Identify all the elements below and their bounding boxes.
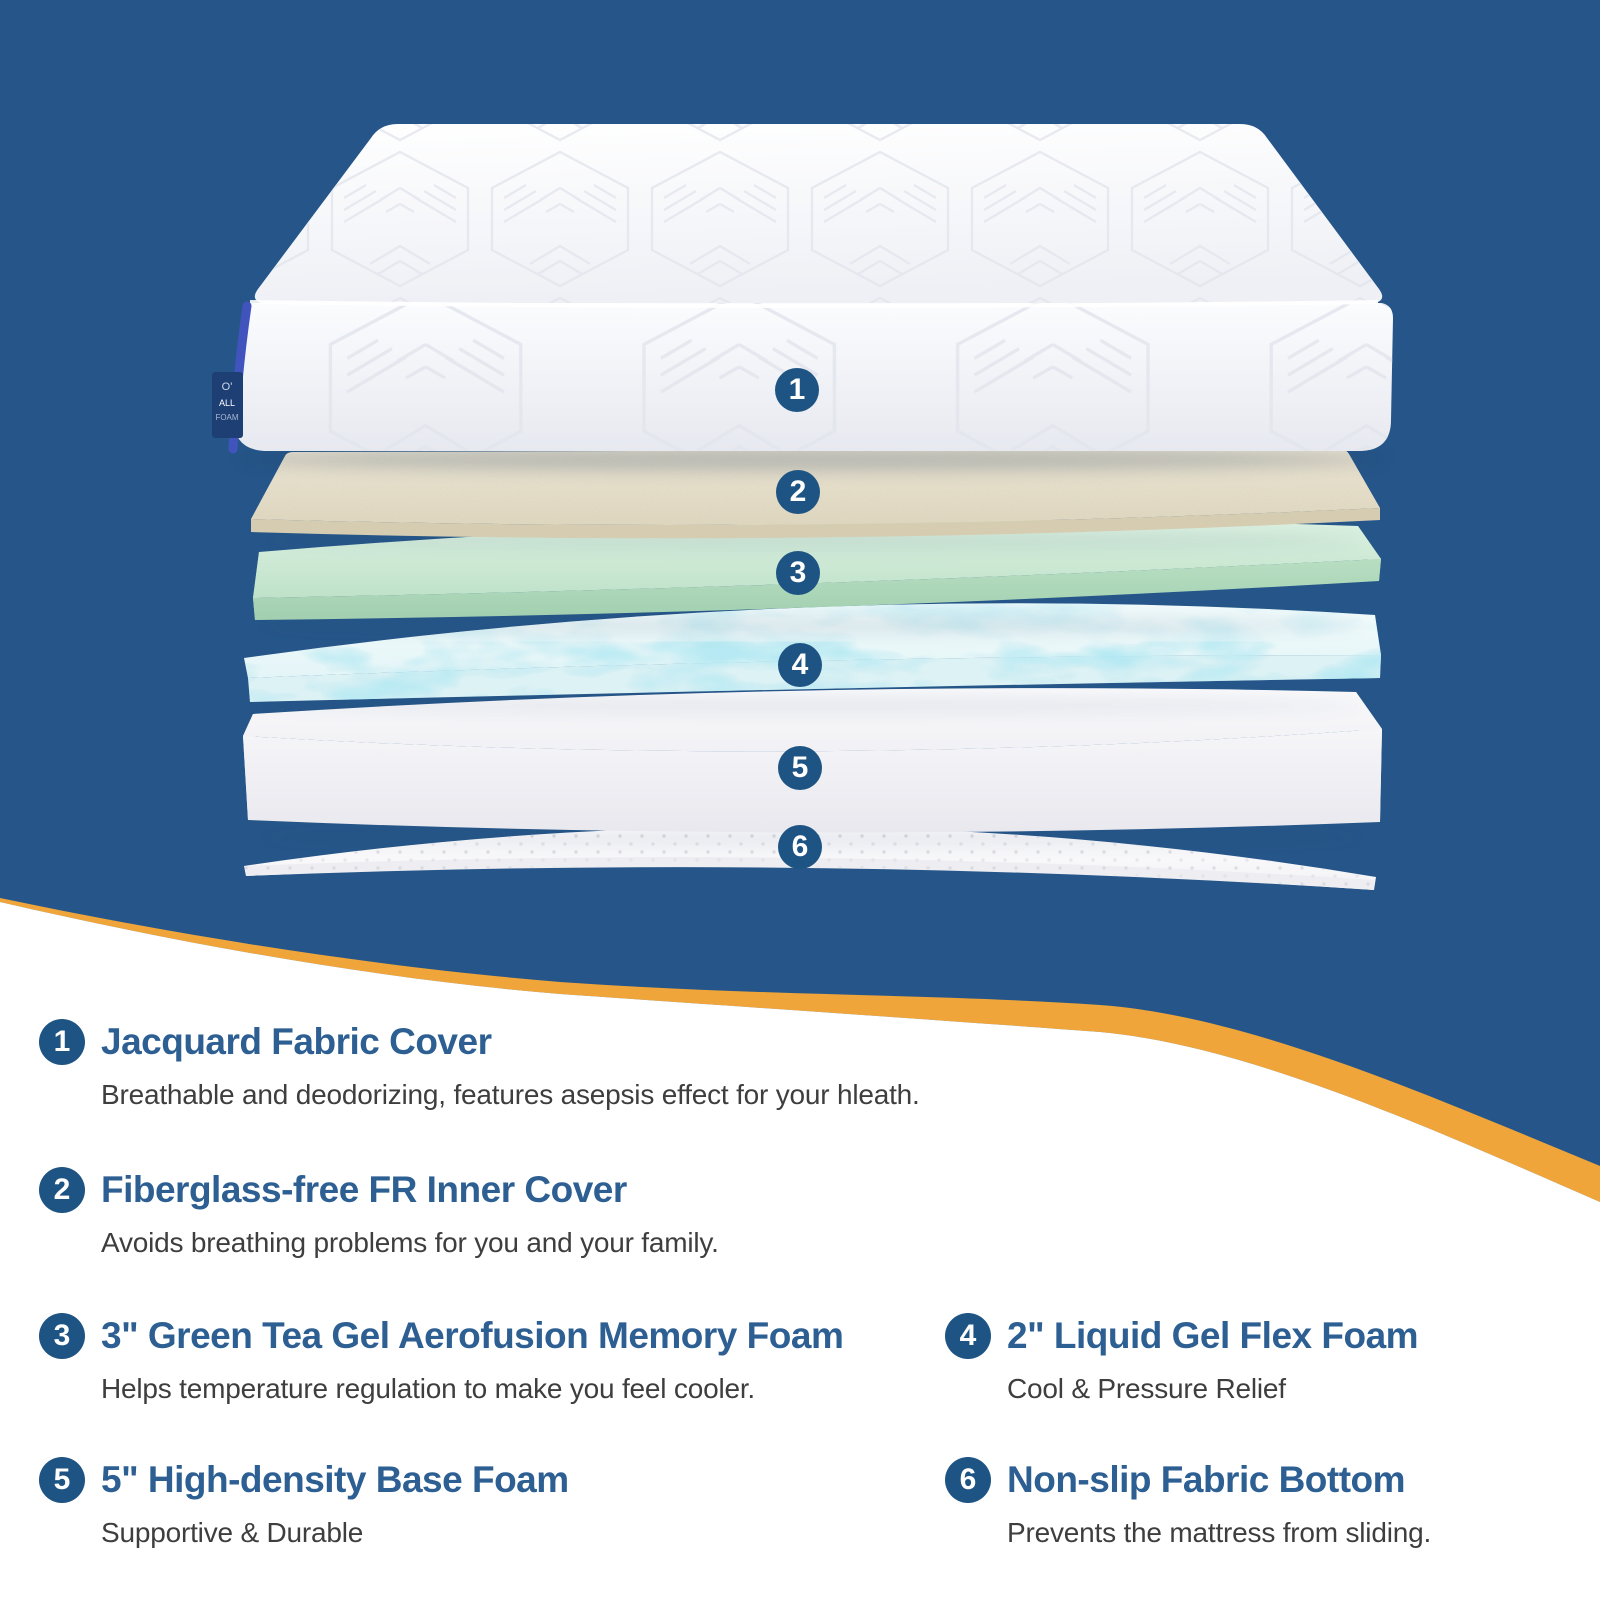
svg-text:FOAM: FOAM — [215, 413, 238, 422]
diagram-badge-2: 2 — [776, 470, 820, 514]
mattress-fold-highlight — [249, 300, 1379, 308]
item-1-description: Breathable and deodorizing, features ase… — [101, 1079, 920, 1110]
item-4-number-badge: 4 — [945, 1313, 991, 1359]
shadow-under-layer4 — [257, 696, 1367, 714]
item-2-description: Avoids breathing problems for you and yo… — [101, 1227, 719, 1258]
svg-text:ALL: ALL — [219, 398, 235, 408]
item-3-number-badge: 3 — [39, 1313, 85, 1359]
diagram-badge-3: 3 — [776, 551, 820, 595]
feature-item-1: 1 Jacquard Fabric Cover Breathable and d… — [39, 1019, 920, 1113]
diagram-badge-5: 5 — [778, 746, 822, 790]
item-1-title: Jacquard Fabric Cover — [101, 1021, 492, 1062]
item-4-title: 2" Liquid Gel Flex Foam — [1007, 1315, 1419, 1356]
shadow-under-mattress — [237, 447, 1387, 471]
feature-item-2: 2 Fiberglass-free FR Inner Cover Avoids … — [39, 1167, 719, 1261]
feature-item-6: 6 Non-slip Fabric Bottom Prevents the ma… — [945, 1457, 1431, 1551]
diagram-badge-4: 4 — [778, 643, 822, 687]
item-5-number-badge: 5 — [39, 1457, 85, 1503]
wave-white-area — [0, 902, 1600, 1600]
svg-text:O': O' — [222, 381, 233, 393]
shadow-under-layer3 — [257, 616, 1367, 634]
diagram-badge-6: 6 — [778, 825, 822, 869]
item-3-title: 3" Green Tea Gel Aerofusion Memory Foam — [101, 1315, 844, 1356]
mattress-brand-tag: O' ALL FOAM — [212, 372, 243, 438]
feature-item-3: 3 3" Green Tea Gel Aerofusion Memory Foa… — [39, 1313, 844, 1407]
diagram-badge-1: 1 — [775, 368, 819, 412]
item-6-description: Prevents the mattress from sliding. — [1007, 1517, 1432, 1548]
feature-item-4: 4 2" Liquid Gel Flex Foam Cool & Pressur… — [945, 1313, 1419, 1407]
item-1-number-badge: 1 — [39, 1019, 85, 1065]
item-4-description: Cool & Pressure Relief — [1007, 1373, 1286, 1404]
item-2-title: Fiberglass-free FR Inner Cover — [101, 1169, 627, 1210]
item-6-title: Non-slip Fabric Bottom — [1007, 1459, 1406, 1500]
wave-orange-ribbon — [0, 898, 1600, 1202]
feature-item-5: 5 5" High-density Base Foam Supportive &… — [39, 1457, 569, 1551]
item-6-number-badge: 6 — [945, 1457, 991, 1503]
item-3-description: Helps temperature regulation to make you… — [101, 1373, 755, 1404]
item-5-title: 5" High-density Base Foam — [101, 1459, 569, 1500]
item-5-description: Supportive & Durable — [101, 1517, 364, 1548]
item-2-number-badge: 2 — [39, 1167, 85, 1213]
wave-divider — [0, 898, 1600, 1600]
